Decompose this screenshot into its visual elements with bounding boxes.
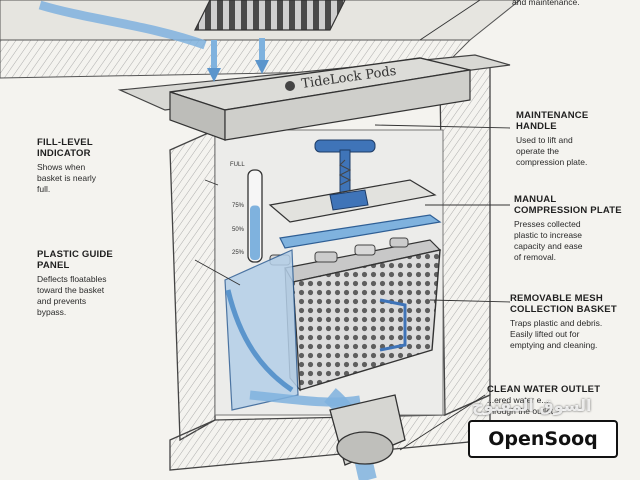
guide-panel-desc-4: bypass.	[37, 307, 67, 317]
handle-desc-3: compression plate.	[516, 157, 588, 167]
plate-desc-2: plastic to increase	[514, 230, 583, 240]
basket-desc-1: Traps plastic and debris.	[510, 318, 603, 328]
leader-lines	[194, 0, 511, 451]
fill-level-callout: FILL-LEVEL INDICATOR Shows when basket i…	[37, 137, 157, 195]
gauge-label-50: 50%	[232, 227, 245, 233]
clean-outlet-callout: CLEAN WATER OUTLET ...ered water e... th…	[487, 384, 617, 417]
watermark-badge: OpenSooq	[468, 420, 618, 458]
guide-panel-title-2: PANEL	[37, 260, 70, 271]
gauge-fill	[250, 205, 260, 260]
handle-title-2: HANDLE	[516, 121, 557, 132]
fill-level-title-2: INDICATOR	[37, 148, 91, 159]
mesh-basket-callout: REMOVABLE MESH COLLECTION BASKET Traps p…	[510, 293, 638, 351]
plate-desc-4: of removal.	[514, 252, 557, 262]
guide-panel	[224, 249, 299, 411]
plate-title-1: MANUAL	[514, 194, 557, 205]
mesh-basket	[269, 237, 442, 392]
outlet-title-1: CLEAN WATER OUTLET	[487, 384, 601, 395]
maintenance-handle-callout: MAINTENANCE HANDLE Used to lift and oper…	[516, 110, 636, 168]
compression-plate-callout: MANUAL COMPRESSION PLATE Presses collect…	[514, 194, 638, 263]
watermark-arabic: السوق المفتوح	[472, 396, 592, 415]
basket-title-1: REMOVABLE MESH	[510, 293, 603, 304]
top-note: and maintenance.	[512, 0, 580, 7]
outlet-pipe	[329, 394, 406, 466]
compression-plate	[268, 179, 442, 249]
gauge-label-25: 25%	[232, 250, 245, 256]
fill-level-desc-3: full.	[37, 184, 51, 194]
plate-desc-1: Presses collected	[514, 219, 581, 229]
outlet-desc-1: ...ered water e...	[487, 395, 549, 405]
outlet-desc-2: through the outlet.	[487, 406, 556, 416]
handle-title-1: MAINTENANCE	[516, 110, 589, 121]
fill-level-gauge: FULL 75% 50% 25%	[230, 162, 263, 263]
guide-panel-callout: PLASTIC GUIDE PANEL Deflects floatables …	[37, 249, 167, 318]
plate-title-2: COMPRESSION PLATE	[514, 205, 622, 216]
handle-desc-1: Used to lift and	[516, 135, 573, 145]
guide-panel-title-1: PLASTIC GUIDE	[37, 249, 113, 260]
fill-level-desc-2: basket is nearly	[37, 173, 97, 183]
gauge-label-75: 75%	[232, 203, 245, 209]
plate-desc-3: capacity and ease	[514, 241, 583, 251]
pod-lid: TideLock Pods	[169, 57, 471, 141]
fill-level-title-1: FILL-LEVEL	[37, 137, 93, 148]
basket-title-2: COLLECTION BASKET	[510, 304, 617, 315]
maintenance-handle	[314, 139, 376, 201]
basket-desc-2: Easily lifted out for	[510, 329, 580, 339]
basket-desc-3: emptying and cleaning.	[510, 340, 598, 350]
guide-panel-desc-3: and prevents	[37, 296, 87, 306]
gauge-label-full: FULL	[230, 162, 245, 168]
guide-panel-desc-1: Deflects floatables	[37, 274, 107, 284]
watermark-text: OpenSooq	[488, 428, 598, 450]
handle-desc-2: operate the	[516, 146, 560, 156]
guide-panel-desc-2: toward the basket	[37, 285, 105, 295]
fill-level-desc-1: Shows when	[37, 162, 86, 172]
inflow-water	[38, 0, 269, 82]
